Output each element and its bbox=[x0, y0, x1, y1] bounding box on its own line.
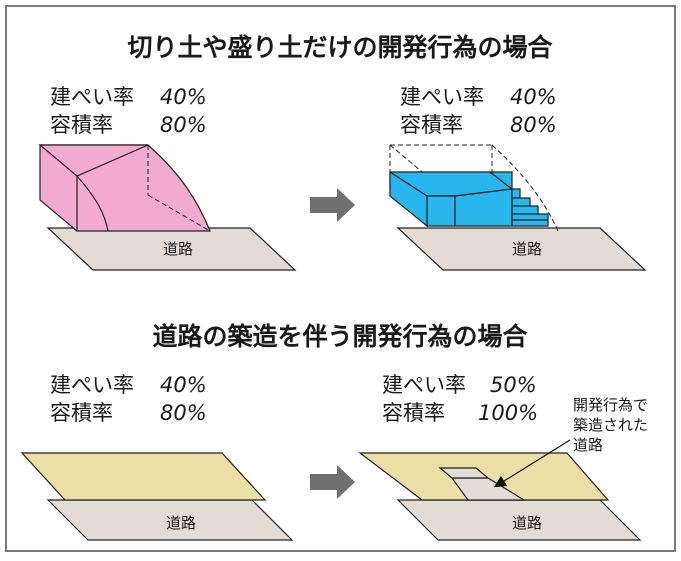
s2-after-road-label: 道路 bbox=[512, 514, 542, 532]
s1-before-volume-label: 容積率 bbox=[50, 113, 113, 137]
s1-after-coverage-label: 建ぺい率 bbox=[400, 85, 484, 109]
section-1-title: 切り土や盛り土だけの開発行為の場合 bbox=[127, 33, 553, 62]
s1-after-road bbox=[396, 227, 647, 271]
s1-cut-terrain bbox=[389, 170, 549, 228]
s2-new-road-top bbox=[438, 467, 490, 479]
s2-before-volume-value: 80% bbox=[160, 401, 207, 425]
s1-before-volume-value: 80% bbox=[160, 113, 207, 137]
s1-mound bbox=[38, 144, 211, 232]
s1-after-road-label: 道路 bbox=[512, 240, 542, 258]
s2-before-road-label: 道路 bbox=[166, 514, 196, 532]
s2-after-coverage-value: 50% bbox=[490, 373, 537, 397]
s2-before-coverage-label: 建ぺい率 bbox=[50, 373, 134, 397]
s2-before-site bbox=[20, 452, 267, 501]
s2-note-line-2: 築造された bbox=[573, 416, 648, 434]
s1-before-coverage-label: 建ぺい率 bbox=[50, 85, 134, 109]
s2-after-coverage-label: 建ぺい率 bbox=[382, 373, 466, 397]
s1-after-coverage-value: 40% bbox=[510, 85, 557, 109]
s2-note-arrow bbox=[493, 439, 571, 488]
s2-after-volume-value: 100% bbox=[478, 401, 538, 425]
s2-before-volume-label: 容積率 bbox=[50, 401, 113, 425]
s2-before-coverage-value: 40% bbox=[160, 373, 207, 397]
s2-after-volume-label: 容積率 bbox=[382, 401, 445, 425]
s2-note-line-3: 道路 bbox=[573, 436, 603, 454]
s1-after-volume-label: 容積率 bbox=[400, 113, 463, 137]
s2-note-line-1: 開発行為で bbox=[573, 396, 648, 414]
s1-arrow bbox=[310, 188, 355, 222]
section-2-title: 道路の築造を伴う開発行為の場合 bbox=[152, 322, 528, 351]
s1-before-coverage-value: 40% bbox=[160, 85, 207, 109]
s2-arrow bbox=[310, 465, 355, 499]
s1-after-volume-value: 80% bbox=[510, 113, 557, 137]
s1-before-road-label: 道路 bbox=[163, 240, 193, 258]
